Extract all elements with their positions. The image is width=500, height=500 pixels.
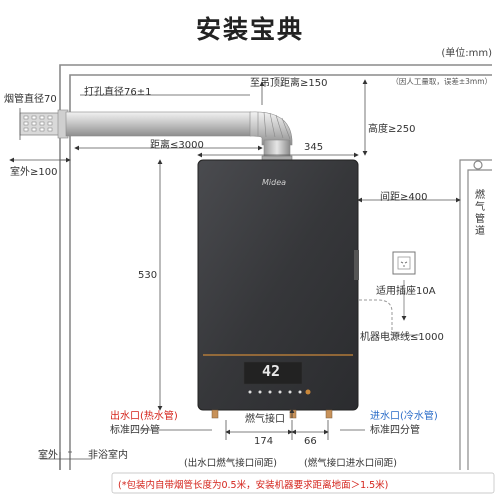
brand-logo: Midea	[262, 178, 287, 187]
cold-std-label: 标准四分管	[370, 425, 420, 436]
water-heater	[197, 159, 359, 411]
dimension-lines	[9, 79, 461, 440]
body-height-label: 530	[138, 270, 158, 281]
hole-diameter-label: 打孔直径76±1	[84, 87, 152, 98]
footnote-text: (*包装内自带烟管长度为0.5米，安装机器要求距离地面＞1.5米)	[118, 480, 389, 491]
socket-label: 适用插座10A	[376, 286, 436, 297]
width-label: 345	[304, 142, 324, 153]
hot-std-label: 标准四分管	[110, 425, 160, 436]
outdoor-label: 室外	[38, 450, 58, 461]
indoor-label: 非浴室内	[88, 450, 128, 461]
hot-water-out-label: 出水口(热水管)	[110, 411, 178, 422]
spacing-label: 间距≥400	[380, 192, 428, 203]
power-cord	[359, 299, 393, 335]
ceiling-distance-label: 至吊顶距离≥150	[250, 78, 328, 89]
distance-label: 距离≤3000	[150, 140, 204, 151]
display-temperature: 42	[262, 362, 281, 380]
cold-water-in-label: 进水口(冷水管)	[370, 411, 438, 422]
page-title: 安装宝典	[195, 15, 304, 44]
pipe-connectors	[211, 409, 333, 419]
gas-pipe	[459, 159, 492, 470]
gas-inlet-label: 燃气接口	[245, 414, 285, 425]
indoor-outdoor-marker	[40, 451, 92, 460]
height-label: 高度≥250	[368, 124, 416, 135]
outdoor-min-label: 室外≥100	[10, 167, 58, 178]
gap-left-label: (出水口燃气接口间距)	[184, 458, 277, 469]
flue-pipe	[19, 109, 293, 163]
flue-diameter-label: 烟管直径70	[4, 94, 57, 105]
socket-icon	[392, 251, 416, 275]
gap-right-label: (燃气接口进水口间距)	[304, 458, 397, 469]
gas-pipe-label: 燃气管道	[475, 190, 485, 237]
unit-label: (单位:mm)	[441, 48, 492, 59]
dim-174-label: 174	[254, 436, 274, 447]
power-cord-label: 机器电源线≤1000	[360, 332, 444, 343]
footnote-box	[111, 472, 495, 494]
dim-66-label: 66	[304, 436, 317, 447]
tolerance-note: （因人工量取，误差±3mm）	[391, 77, 492, 86]
wall-outline	[59, 64, 492, 470]
